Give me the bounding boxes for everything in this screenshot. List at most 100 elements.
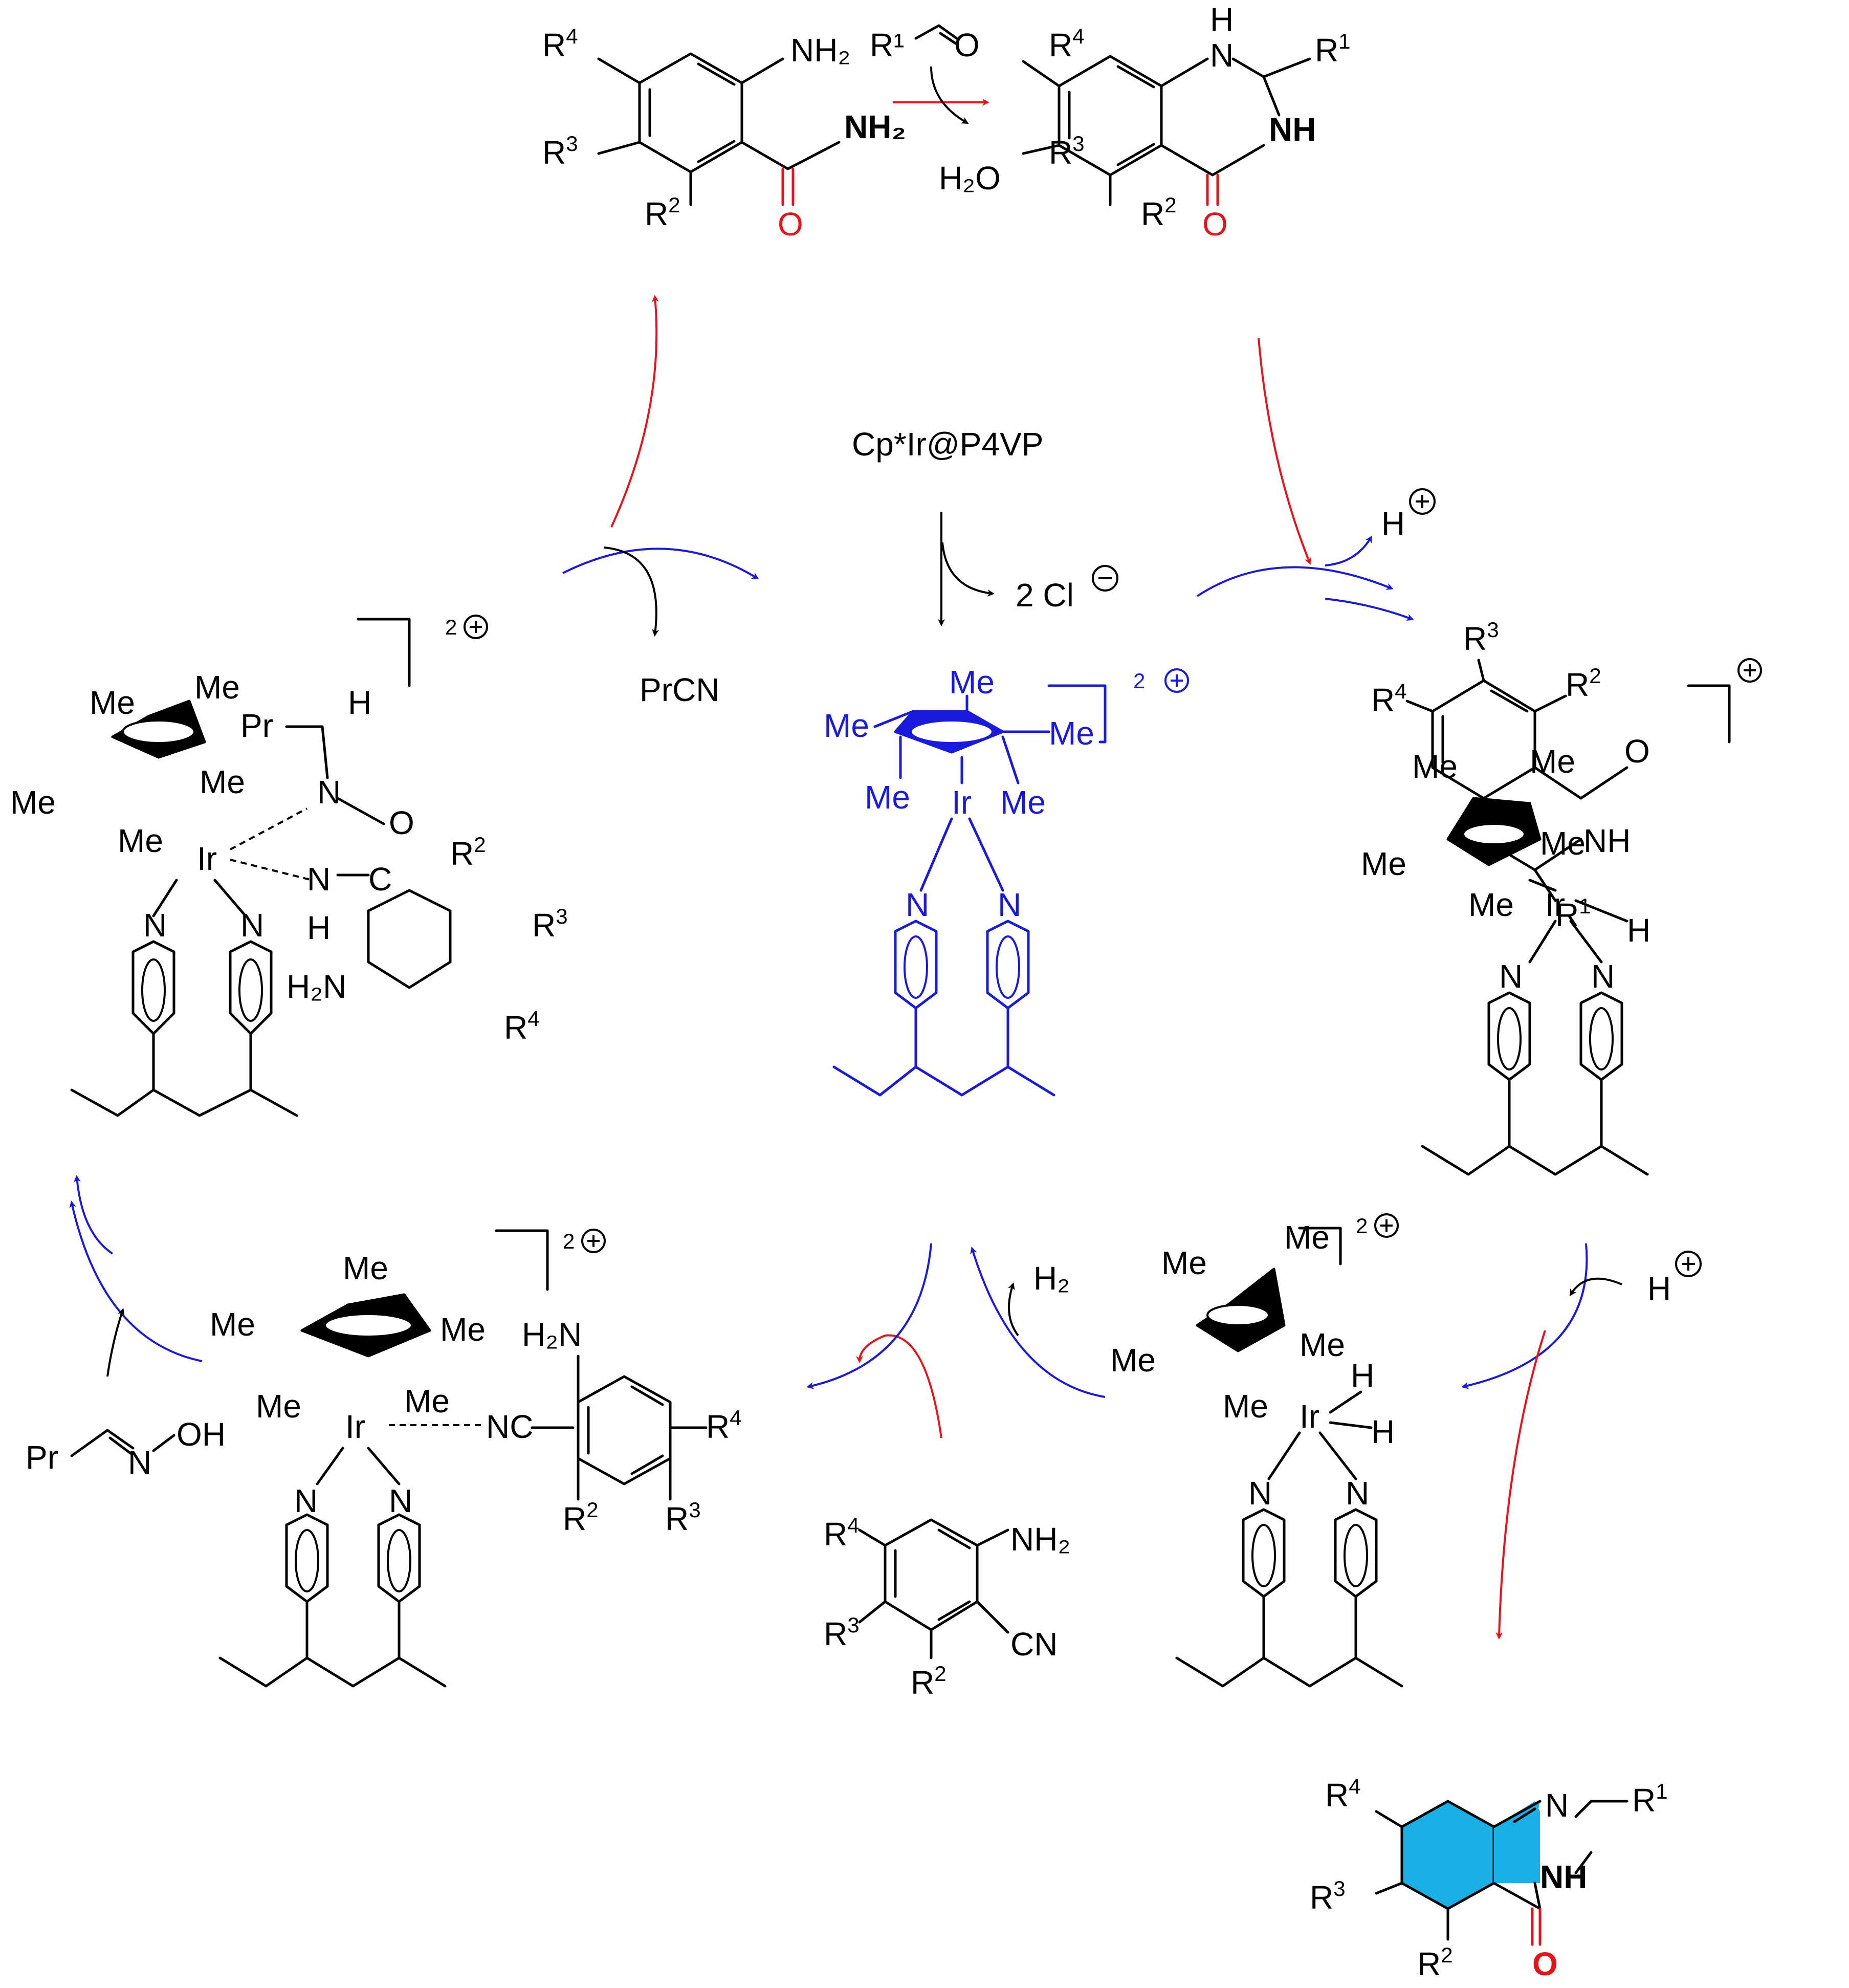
me-label: Me [865,779,910,816]
catalyst-label: Cp*Ir@P4VP [852,426,1043,463]
h2-label: H₂ [1033,1260,1070,1297]
r1-label: R1 [1555,894,1591,933]
carbonyl-o-label: O [1532,1946,1558,1982]
me-label: Me [1468,886,1514,923]
me-label: Me [194,669,240,706]
nh-label: NH [1583,822,1631,859]
h-label: H [1627,912,1650,949]
coordination-arrow [1258,337,1311,565]
h-label: H [1351,1357,1374,1394]
carbonyl-o-label: O [778,206,803,243]
proton-label: H [1647,1270,1671,1307]
r2-label: R2 [911,1662,946,1701]
r1-label: R1 [1632,1779,1668,1819]
me-label: Me [343,1250,388,1286]
aldehyde-r1-label: R¹ [870,27,905,63]
r3-label: R3 [1049,132,1085,171]
r3-label: R3 [542,132,578,171]
nitrile-coordination-arrow [856,1334,942,1438]
me-label: Me [200,763,245,800]
n-label: N [906,886,929,923]
aminobenzamide-molecule: NH₂ NH₂ O R4 R3 R2 [542,24,906,243]
proton-release-arrow [1325,535,1373,566]
oxime-addition-arrow [69,1200,203,1362]
me-label: Me [404,1383,450,1419]
r4-label: R4 [706,1406,742,1445]
charge-label: 2 [563,1229,575,1253]
r3-label: R3 [532,904,568,944]
plus-charge [1164,668,1189,693]
aminobenzonitrile-molecule: NH₂ CN R4 R3 R2 [824,1513,1070,1701]
ir-label: Ir [345,1408,365,1445]
plus-charge [464,615,488,639]
aldehyde-reagent: R¹ O [870,24,980,63]
nitrile-complex-arrow [806,1243,932,1389]
ir-label: Ir [197,840,217,877]
n-label: N [1591,958,1615,995]
charge-label: 2 [1356,1214,1368,1238]
oxime-uptake-arrow [106,1308,125,1377]
r1-label: R1 [1315,29,1351,69]
me-label: Me [90,684,135,721]
me-label: Me [10,784,56,821]
oxime-reagent: Pr N OH [26,1416,226,1481]
o-label: O [1624,733,1650,770]
proton-label: H [1381,505,1405,542]
product-release-arrow [1495,1330,1546,1640]
me-label: Me [1300,1326,1345,1363]
r2-label: R2 [1141,193,1177,232]
charge-label: 2 [445,615,457,639]
n-label: N [317,774,341,811]
quinazolinone-product: N NH O R1 R4 R3 R2 [1310,1774,1668,1982]
oxime-n-label: N [128,1444,151,1481]
me-label: Me [1284,1219,1330,1256]
aldehyde-o-label: O [954,27,980,63]
n-label: N [1346,1475,1369,1512]
n-label: N [389,1482,412,1519]
proton-uptake-arrow [1569,1277,1622,1297]
plus-charge [1374,1213,1399,1238]
aminal-iridium-complex: R3 R2 R4 O NH N R1 Me Me Me Me Me Ir H N… [1361,618,1762,1176]
h2n-label: H₂N [522,1316,582,1353]
plus-charge [1737,658,1762,683]
h-label: H [348,684,371,721]
me-label: Me [824,707,869,744]
r3-label: R3 [1310,1876,1346,1916]
pr-label: Pr [240,707,273,744]
r2-label: R2 [1417,1943,1453,1982]
nh2-label: NH₂ [790,32,850,69]
me-label: Me [1110,1342,1156,1379]
me-label: Me [1161,1244,1207,1281]
r3-label: R3 [1463,618,1499,657]
n-label: N [998,886,1021,923]
oxime-oh-label: OH [177,1416,226,1453]
n-label: N [1499,958,1523,995]
oxime-pr-label: Pr [26,1439,58,1476]
chloride-release-arrow [941,542,995,597]
chloride-label: 2 Cl [1016,577,1074,614]
r4-label: R4 [1325,1774,1361,1814]
plus-charge [1409,488,1436,515]
h2-release-arrow [970,1247,1106,1398]
prcn-release-arrow [603,547,659,637]
h2-arrow [1008,1282,1019,1337]
dihydroquinazolinone-molecule: N H NH O R1 R4 R3 R2 [1022,1,1351,243]
n1-h-label: H [1210,1,1234,38]
c-label: C [368,861,392,898]
prcn-label: PrCN [640,671,719,708]
carbonyl-o-label: O [1202,206,1228,243]
nitrile-iridium-complex: Me Me Me Me Me Ir NC H₂N R4 R2 R3 2 N N [210,1229,742,1688]
me-label: Me [1000,784,1046,821]
n-label: N [294,1482,318,1519]
n-label: N [143,907,167,944]
nh-label: NH [1269,111,1316,148]
nh2-label: NH₂ [1010,1521,1070,1558]
r2-label: R2 [450,833,486,872]
o-label: O [389,804,414,841]
nh-label: NH [1540,1859,1587,1895]
r2-label: R2 [645,193,680,232]
h-label: H [307,909,331,946]
h-label: H [1371,1413,1395,1450]
hydration-product-arrow [610,295,659,528]
